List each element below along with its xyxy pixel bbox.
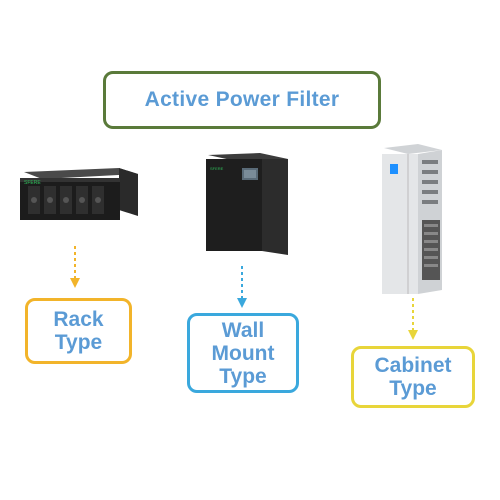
rack-apf-image: SFERE bbox=[20, 168, 138, 220]
title-box: Active Power Filter bbox=[103, 71, 381, 129]
rack-type-box: Rack Type bbox=[25, 298, 132, 364]
wall-arrow bbox=[237, 266, 247, 308]
cabinet-arrow bbox=[408, 298, 418, 340]
rack-type-label: Rack Type bbox=[53, 308, 104, 354]
wall-mount-type-box: Wall Mount Type bbox=[187, 313, 299, 393]
wall-apf-image: SFERE bbox=[206, 153, 288, 255]
rack-arrow bbox=[70, 246, 80, 288]
title-text: Active Power Filter bbox=[144, 88, 340, 111]
rack-brand-text: SFERE bbox=[24, 180, 41, 186]
cabinet-apf-image bbox=[382, 144, 442, 294]
wall-mount-type-label: Wall Mount Type bbox=[211, 318, 275, 388]
cabinet-type-box: Cabinet Type bbox=[351, 346, 475, 408]
cabinet-type-label: Cabinet Type bbox=[374, 354, 452, 400]
wall-brand-text: SFERE bbox=[210, 166, 224, 171]
